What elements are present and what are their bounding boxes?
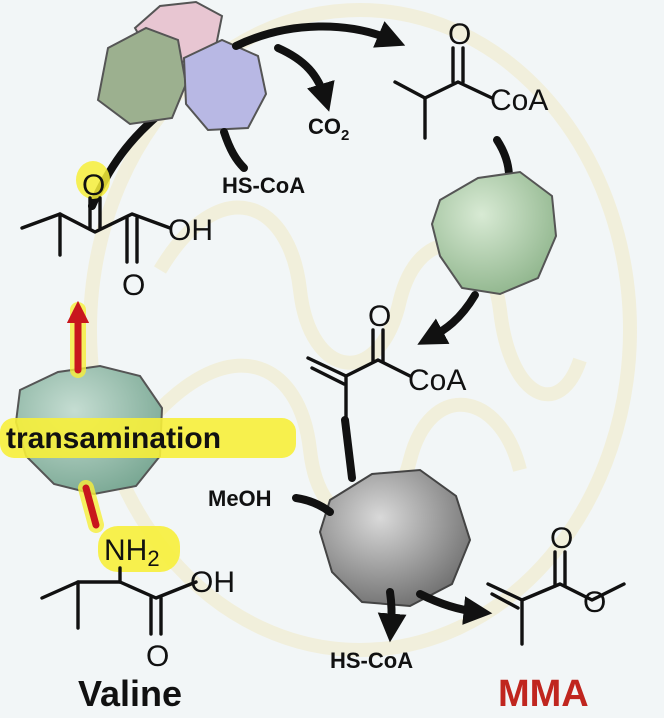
transamination-label: transamination bbox=[6, 422, 221, 455]
valine-title: Valine bbox=[78, 673, 182, 714]
meoh-input-line bbox=[292, 494, 334, 516]
ibcoa-coa: CoA bbox=[490, 84, 548, 117]
mitochondrion-watermark bbox=[83, 3, 637, 657]
valine-nh2: NH2 bbox=[104, 534, 160, 571]
meoh-label: MeOH bbox=[208, 486, 272, 511]
isobutyryl-coa-structure: O CoA bbox=[393, 18, 548, 140]
nh2-highlight bbox=[98, 526, 180, 572]
macoa-o: O bbox=[368, 300, 391, 333]
arrow-to-co2 bbox=[274, 44, 335, 112]
mma-title: MMA bbox=[498, 673, 589, 715]
co2-label: CO2 bbox=[308, 114, 349, 144]
keto-o-top: O bbox=[82, 169, 105, 202]
valine-o: O bbox=[146, 640, 169, 673]
arrow-to-isobutyryl-coa bbox=[232, 21, 406, 50]
transamination-highlight bbox=[0, 418, 296, 458]
methacrylyl-coa-structure: O CoA bbox=[306, 300, 466, 422]
hs-coa-input-line bbox=[220, 128, 248, 172]
macoa-coa: CoA bbox=[408, 364, 466, 397]
bckdh-enzyme-complex bbox=[96, 0, 268, 132]
mma-o-ester: O bbox=[583, 586, 606, 619]
subunit-olive bbox=[96, 26, 188, 126]
subunit-lavender bbox=[182, 38, 268, 132]
mma-structure: O O bbox=[486, 522, 626, 646]
hs-coa-label-top: HS-CoA bbox=[222, 173, 305, 198]
keto-o-highlight bbox=[76, 161, 110, 199]
ibcoa-o: O bbox=[448, 18, 471, 51]
mma-o-top: O bbox=[550, 522, 573, 555]
transamination-arrow bbox=[66, 300, 104, 533]
hs-coa-label-bottom: HS-CoA bbox=[330, 648, 413, 673]
arrow-to-hs-coa bbox=[377, 588, 407, 643]
keto-o-bottom: O bbox=[122, 269, 145, 302]
dehydrogenase-enzyme bbox=[430, 170, 558, 296]
valine-structure: NH2 OH O bbox=[40, 526, 235, 673]
methanolysis-enzyme bbox=[318, 468, 472, 608]
valine-oh: OH bbox=[190, 566, 235, 599]
alpha-ketoisovalerate-structure: O OH O bbox=[20, 161, 213, 302]
keto-oh: OH bbox=[168, 214, 213, 247]
arrow-to-mma bbox=[416, 590, 493, 625]
